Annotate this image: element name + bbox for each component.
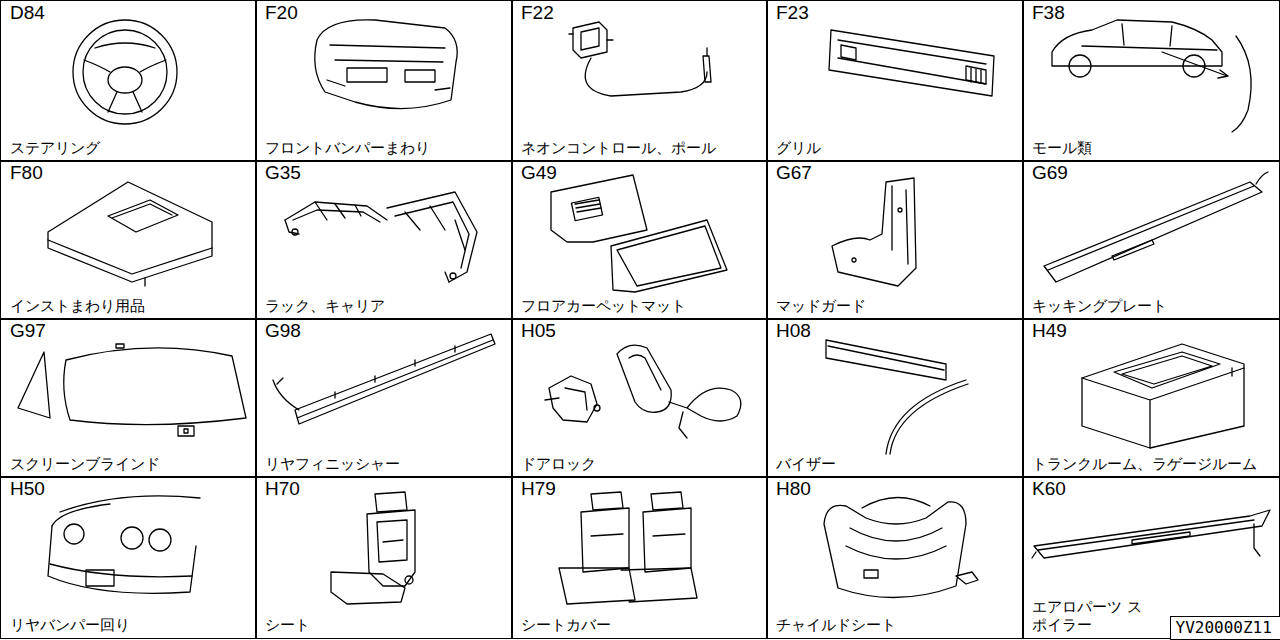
section-code: G35 (265, 163, 301, 184)
section-code: F38 (1032, 3, 1065, 24)
visor (826, 340, 968, 454)
catalog-cell: F20 フロントバンパーまわり (255, 0, 513, 162)
screen-blind (18, 344, 246, 436)
catalog-cell: G49 フロアカーペットマット (511, 160, 768, 320)
child-seat (824, 497, 978, 597)
drawing-number-box: YV20000Z11 (1170, 616, 1280, 640)
section-code: G49 (521, 163, 557, 184)
part-name: リヤバンパー回り (10, 616, 130, 635)
part-name: シート (265, 616, 310, 635)
section-code: K60 (1032, 479, 1066, 500)
section-code: H80 (776, 479, 811, 500)
molding (1052, 20, 1251, 132)
catalog-cell: G97 スクリーンブラインド (0, 318, 257, 478)
section-code: H50 (10, 479, 45, 500)
catalog-cell: H50 リヤバンパー回り (0, 476, 257, 639)
section-code: G98 (265, 321, 301, 342)
part-name: トランクルーム、ラゲージルーム (1032, 455, 1257, 474)
door-lock (545, 345, 741, 438)
part-name: ドアロック (521, 455, 596, 474)
trunk-box (1082, 344, 1244, 448)
part-name: バイザー (776, 455, 836, 474)
catalog-cell: F80 インストまわり用品 (0, 160, 257, 320)
catalog-cell: G69 キッキングプレート (1022, 160, 1280, 320)
section-code: G97 (10, 321, 46, 342)
part-name: フロントバンパーまわり (265, 139, 430, 158)
catalog-cell: F38 モール類 (1022, 0, 1280, 162)
part-name: エアロパーツ スポイラー (1032, 598, 1142, 636)
catalog-cell: H80 チャイルドシート (766, 476, 1024, 639)
neon-control (569, 22, 711, 96)
spoiler (1032, 510, 1270, 558)
section-code: G67 (776, 163, 812, 184)
catalog-cell: F23 グリル (766, 0, 1024, 162)
catalog-cell: G35 ラック、キャリア (255, 160, 513, 320)
section-code: F20 (265, 3, 298, 24)
part-name: ネオンコントロール、ポール (521, 139, 716, 158)
catalog-cell: H05 ドアロック (511, 318, 768, 478)
catalog-cell: F22 ネオンコントロール、ポール (511, 0, 768, 162)
part-name: チャイルドシート (776, 616, 896, 635)
part-name: フロアカーペットマット (521, 297, 686, 316)
rear-bumper (48, 496, 200, 593)
catalog-cell: H79 シートカバー (511, 476, 768, 639)
drawing-number: YV20000Z11 (1171, 617, 1280, 638)
section-code: G69 (1032, 163, 1068, 184)
section-code: H49 (1032, 321, 1067, 342)
catalog-cell: H49 トランクルーム、ラゲージルーム (1022, 318, 1280, 478)
part-name: ステアリング (10, 139, 100, 158)
catalog-cell: G67 マッドガード (766, 160, 1024, 320)
part-name: リヤフィニッシャー (265, 455, 400, 474)
section-code: F80 (10, 163, 43, 184)
part-name: インストまわり用品 (10, 297, 145, 316)
section-code: D84 (10, 3, 45, 24)
rear-finisher (273, 334, 495, 424)
seat (331, 492, 415, 604)
part-name: グリル (776, 139, 821, 158)
section-code: F22 (521, 3, 554, 24)
part-name: スクリーンブラインド (10, 455, 160, 474)
part-name: シートカバー (521, 616, 611, 635)
grille (829, 30, 994, 96)
part-name: キッキングプレート (1032, 297, 1167, 316)
steering-wheel (73, 20, 177, 124)
seat-cover (559, 492, 697, 604)
section-code: H79 (521, 479, 556, 500)
catalog-cell: H70 シート (255, 476, 513, 639)
section-code: H70 (265, 479, 300, 500)
kicking-plate (1044, 172, 1268, 282)
roof-rack (285, 192, 477, 282)
part-name: ラック、キャリア (265, 297, 385, 316)
catalog-cell: D84 ステアリング (0, 0, 257, 162)
mud-guard (832, 178, 916, 286)
section-code: H05 (521, 321, 556, 342)
part-name: マッドガード (776, 297, 866, 316)
floor-mats (551, 175, 727, 292)
section-code: F23 (776, 3, 809, 24)
catalog-cell: H08 バイザー (766, 318, 1024, 478)
instrument-panel (48, 182, 212, 286)
section-code: H08 (776, 321, 811, 342)
front-bumper (315, 20, 457, 109)
catalog-cell: K60 エアロパーツ スポイラー YV20000Z11 (1022, 476, 1280, 639)
part-name: モール類 (1032, 139, 1092, 158)
catalog-cell: G98 リヤフィニッシャー (255, 318, 513, 478)
